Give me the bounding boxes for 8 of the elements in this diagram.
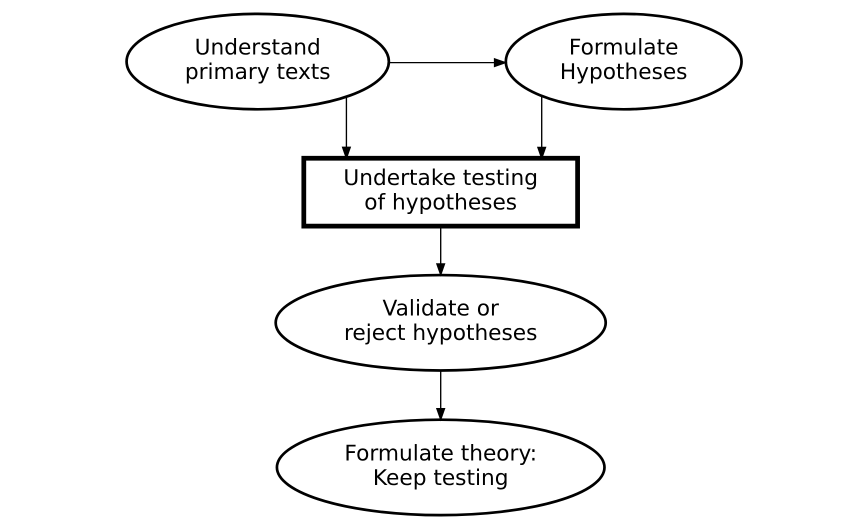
arrow	[436, 226, 446, 277]
arrow	[436, 370, 446, 422]
arrow	[389, 58, 508, 68]
node-ellipse: Understand primary texts	[125, 12, 390, 111]
node-ellipse: Formulate theory: Keep testing	[276, 418, 606, 516]
node-ellipse: Validate or reject hypotheses	[274, 274, 608, 372]
node-box: Undertake testing of hypotheses	[301, 156, 580, 228]
node-ellipse: Formulate Hypotheses	[504, 12, 743, 111]
